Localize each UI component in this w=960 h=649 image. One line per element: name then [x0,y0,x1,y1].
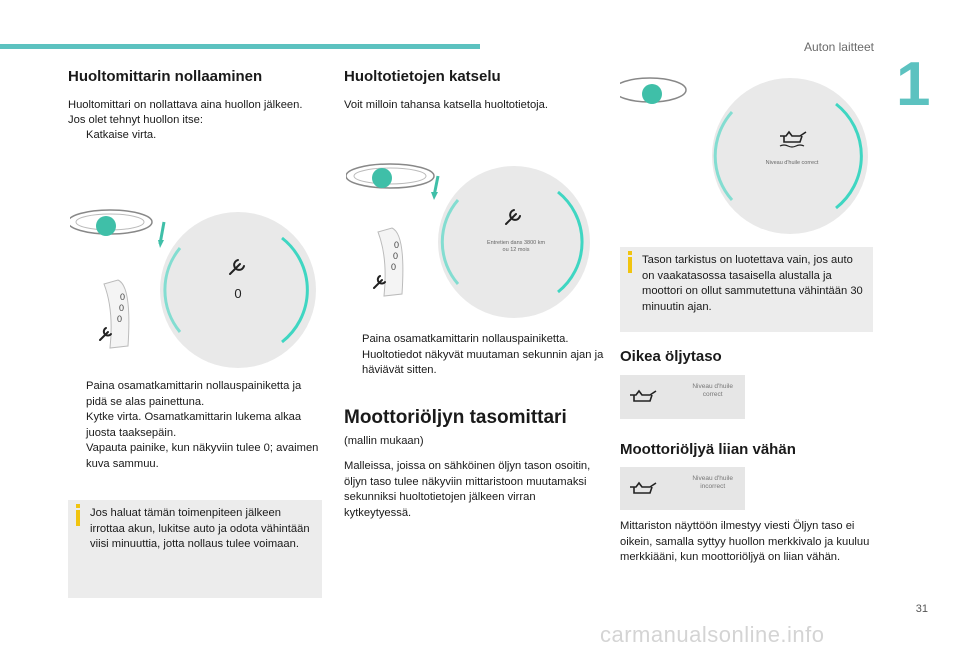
stalk-button [372,168,392,188]
col1-intro-2: Jos olet tehnyt huollon itse: [68,114,203,126]
page-number: 31 [915,603,928,615]
odometer-reset-illustration: 0 0 0 0 [70,209,316,368]
oil-display-text: Niveau d'huile correct [766,160,819,166]
gauge-circle [712,78,868,234]
watermark: carmanualsonline.info [600,622,825,647]
col2-step: Paina osamatkamittarin nollauspainiketta… [344,332,618,379]
service-info-illustration: Entretien dans 3800 km ou 12 mois 0 0 0 [346,163,590,318]
oil-gauge-subtitle: (mallin mukaan) [344,435,424,447]
col2-intro: Voit milloin tahansa katsella huoltotiet… [344,99,548,111]
stalk-button [96,216,116,236]
counter-digit-2: 0 [393,251,398,261]
gauge-arc-left [440,199,460,285]
oil-correct-label: Niveau d'huile correct [692,383,733,399]
gauge-display-value: 0 [234,286,241,301]
step-text: Kytke virta. Osamatkamittarin lukema alk… [86,411,302,439]
label-line: Niveau d'huile [692,475,733,482]
section-label: Auton laitteet [803,40,874,54]
col3-note-text: Tason tarkistus on luotettava vain, jos … [642,254,863,313]
stalk-outline [346,163,435,189]
oil-can-icon [630,389,657,402]
info-icon [76,504,80,526]
counter-digit-3: 0 [117,314,122,324]
display-line-1: Entretien dans 3800 km [487,240,546,246]
label-line: correct [702,391,723,398]
oil-correct-indicator: Niveau d'huile correct [620,375,745,419]
col1-step-3: Vapauta painike, kun näkyviin tulee 0; a… [68,441,324,472]
col1-step-1: Paina osamatkamittarin nollauspainiketta… [68,379,324,410]
counter-digit-3: 0 [391,262,396,272]
col1-steps: Paina osamatkamittarin nollauspainiketta… [68,379,324,472]
oil-low-label: Niveau d'huile incorrect [692,475,733,491]
wrench-icon [505,209,521,225]
col3-note-box: Tason tarkistus on luotettava vain, jos … [620,247,873,332]
gauge-circle [438,166,590,318]
col1-title: Huoltomittarin nollaaminen [68,68,263,85]
oil-gauge-title: Moottoriöljyn tasomittari [344,407,567,428]
wrench-icon [373,275,386,289]
header-accent-bar [0,44,480,49]
low-level-title: Moottoriöljyä liian vähän [620,441,796,458]
counter-digit-1: 0 [394,240,399,250]
counter-digit-2: 0 [119,303,124,313]
label-line: incorrect [700,483,726,490]
gauge-circle [160,212,316,368]
col1-step-2: Kytke virta. Osamatkamittarin lukema alk… [68,410,324,441]
counter-panel [377,227,404,297]
counter-digit-1: 0 [120,292,125,302]
col1-bullet-1: Katkaise virta. [68,128,346,144]
correct-level-title: Oikea öljytaso [620,348,722,365]
col1-note-text: Jos haluat tämän toimenpiteen jälkeen ir… [90,507,310,550]
col1-intro-1: Huoltomittari on nollattava aina huollon… [68,99,303,111]
info-icon [628,251,632,273]
display-line-2: ou 12 mois [503,247,530,253]
oil-low-indicator: Niveau d'huile incorrect [620,467,745,510]
low-level-text: Mittariston näyttöön ilmestyy viesti Ölj… [620,520,870,563]
chapter-number: 1 [896,50,931,119]
gauge-arc [557,190,584,294]
gauge-arc-left [713,111,734,201]
step-text: Vapauta painike, kun näkyviin tulee 0; a… [86,442,319,470]
gauge-arc [835,102,863,210]
col2-title: Huoltotietojen katselu [344,68,501,85]
counter-panel [103,279,130,349]
wrench-icon [99,327,112,341]
oil-can-icon [630,481,657,494]
oil-gauge-text: Malleissa, joissa on sähköinen öljyn tas… [344,460,591,519]
col1-note-box: Jos haluat tämän toimenpiteen jälkeen ir… [68,500,322,598]
gauge-arc-left [163,247,182,333]
oil-can-icon [779,130,807,148]
stalk-button [642,84,662,104]
gauge-arc [281,236,309,344]
wrench-icon [229,259,245,275]
bullet-text: Katkaise virta. [86,129,157,141]
oil-level-display-illustration: Niveau d'huile correct [620,77,868,234]
label-line: Niveau d'huile [692,383,733,390]
step-text: Paina osamatkamittarin nollauspainiketta… [362,333,604,376]
step-text: Paina osamatkamittarin nollauspainiketta… [86,380,302,408]
